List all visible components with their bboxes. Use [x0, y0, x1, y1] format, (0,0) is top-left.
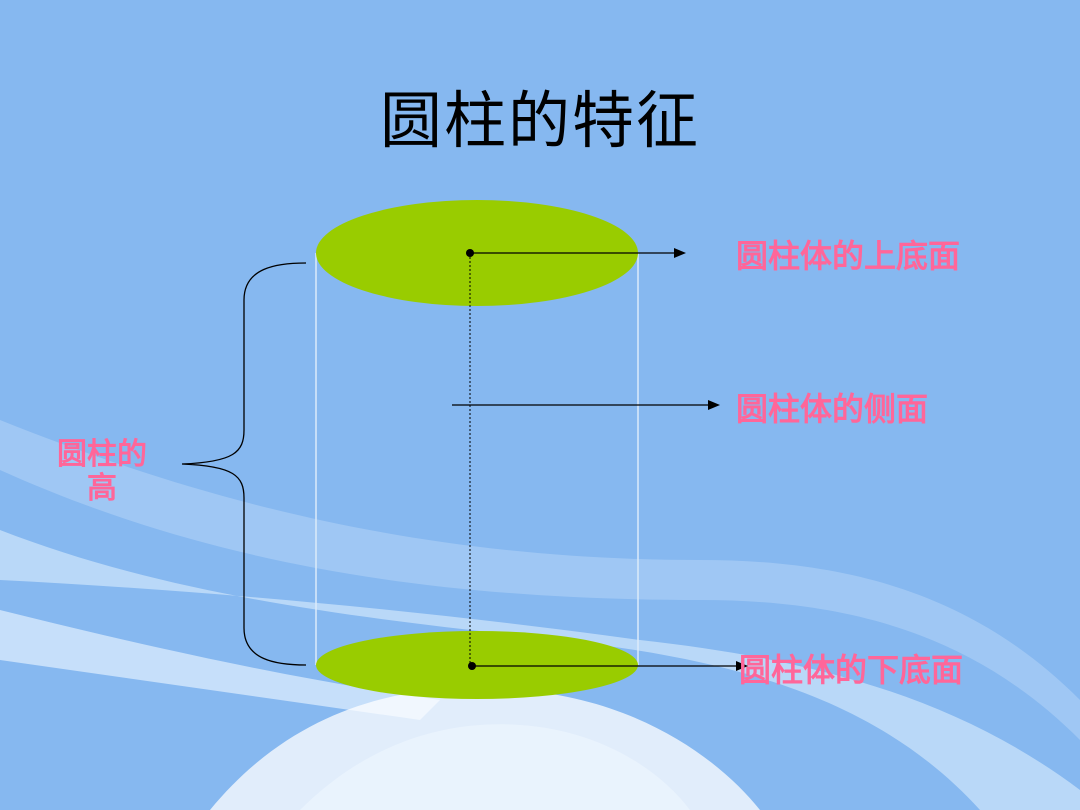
label-lateral-surface: 圆柱体的侧面	[736, 390, 929, 428]
label-height-line2: 高	[87, 471, 117, 506]
height-brace	[181, 262, 307, 666]
arrowhead-top-base	[674, 248, 686, 258]
slide-title: 圆柱的特征	[379, 84, 700, 157]
bottom-base-ellipse	[316, 631, 638, 699]
arrowhead-bottom-base	[736, 661, 748, 671]
label-height: 圆柱的 高	[40, 438, 164, 506]
background-swoosh-1	[0, 420, 1080, 740]
label-bottom-base: 圆柱体的下底面	[739, 651, 964, 689]
background-arc-inner	[300, 724, 690, 810]
label-top-base: 圆柱体的上底面	[736, 237, 961, 275]
label-height-line1: 圆柱的	[57, 437, 147, 472]
background-swoosh-2	[0, 530, 1080, 810]
background-swoosh-3	[0, 610, 440, 720]
arrowhead-lateral	[708, 400, 720, 410]
